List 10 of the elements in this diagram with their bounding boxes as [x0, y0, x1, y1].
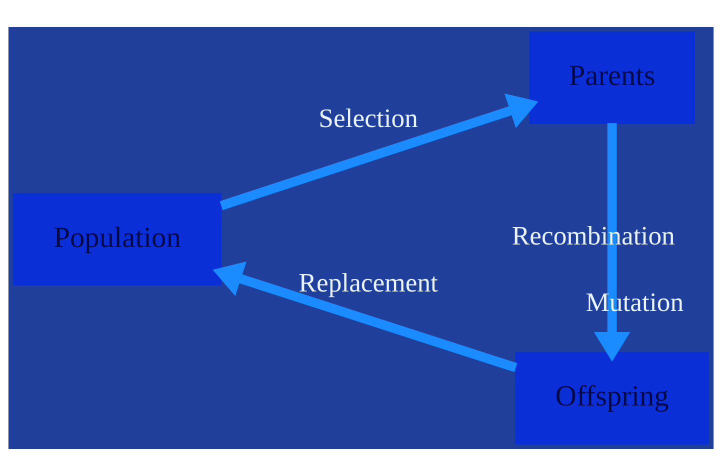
edge-label: Replacement — [298, 267, 438, 298]
label: Mutation — [586, 286, 684, 317]
arrow — [220, 94, 538, 210]
node-box: Offspring — [515, 352, 709, 444]
edge-label: Selection — [318, 103, 418, 134]
edge-label: Recombination — [512, 220, 675, 251]
arrow — [212, 262, 518, 372]
arrow — [594, 123, 630, 362]
node-box: Parents — [529, 32, 695, 124]
node-box: Population — [13, 193, 222, 286]
